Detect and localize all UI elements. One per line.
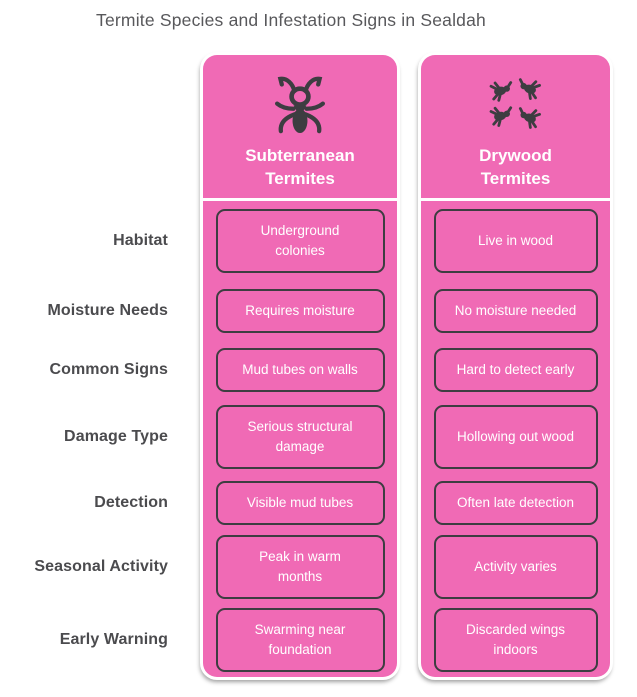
row-label-common-signs: Common Signs bbox=[49, 360, 168, 378]
column-title-drywood: Drywood Termites bbox=[479, 146, 552, 189]
row-label-damage-type: Damage Type bbox=[64, 428, 168, 445]
header-separator-right bbox=[421, 198, 610, 201]
cell-drywood-signs: Hard to detect early bbox=[433, 347, 598, 392]
cell-slot: Live in wood bbox=[421, 201, 610, 281]
column-title-subterranean: Subterranean Termites bbox=[245, 146, 355, 189]
cell-subterranean-detection: Visible mud tubes bbox=[215, 480, 385, 525]
cell-subterranean-warning: Swarming near foundation bbox=[215, 608, 385, 672]
cell-drywood-seasonal: Activity varies bbox=[433, 534, 598, 599]
cell-slot: Mud tubes on walls bbox=[203, 340, 397, 399]
row-label-seasonal-activity: Seasonal Activity bbox=[34, 557, 168, 575]
cell-slot: Requires moisture bbox=[203, 281, 397, 340]
cell-subterranean-habitat: Underground colonies bbox=[215, 209, 385, 273]
row-label-detection: Detection bbox=[94, 493, 168, 511]
cell-drywood-moisture: No moisture needed bbox=[433, 288, 598, 333]
comparison-grid: Subterranean Termites bbox=[0, 55, 610, 677]
cell-slot: Swarming near foundation bbox=[203, 603, 397, 677]
cell-drywood-detection: Often late detection bbox=[433, 480, 598, 525]
cell-subterranean-damage: Serious structural damage bbox=[215, 405, 385, 469]
termite-icon bbox=[272, 72, 328, 138]
row-label-moisture-needs: Moisture Needs bbox=[47, 301, 168, 319]
cell-slot: Discarded wings indoors bbox=[421, 603, 610, 677]
cell-slot: Often late detection bbox=[421, 475, 610, 530]
cell-slot: Serious structural damage bbox=[203, 399, 397, 475]
header-separator-left bbox=[203, 198, 397, 201]
cell-slot: Activity varies bbox=[421, 530, 610, 603]
column-header-subterranean: Subterranean Termites bbox=[203, 55, 397, 198]
column-header-drywood: Drywood Termites bbox=[421, 55, 610, 198]
cell-slot: Visible mud tubes bbox=[203, 475, 397, 530]
cell-drywood-warning: Discarded wings indoors bbox=[433, 608, 598, 672]
cell-slot: Hard to detect early bbox=[421, 340, 610, 399]
cell-slot: No moisture needed bbox=[421, 281, 610, 340]
cell-drywood-habitat: Live in wood bbox=[433, 209, 598, 273]
row-label-early-warning: Early Warning bbox=[59, 631, 168, 648]
row-label-habitat: Habitat bbox=[113, 232, 168, 249]
cell-subterranean-moisture: Requires moisture bbox=[215, 288, 385, 333]
termite-swarm-icon bbox=[486, 72, 546, 138]
cell-subterranean-signs: Mud tubes on walls bbox=[215, 347, 385, 392]
page-title: Termite Species and Infestation Signs in… bbox=[96, 10, 486, 30]
cell-drywood-damage: Hollowing out wood bbox=[433, 405, 598, 469]
cell-slot: Underground colonies bbox=[203, 201, 397, 281]
cell-slot: Peak in warm months bbox=[203, 530, 397, 603]
cell-slot: Hollowing out wood bbox=[421, 399, 610, 475]
cell-subterranean-seasonal: Peak in warm months bbox=[215, 534, 385, 599]
